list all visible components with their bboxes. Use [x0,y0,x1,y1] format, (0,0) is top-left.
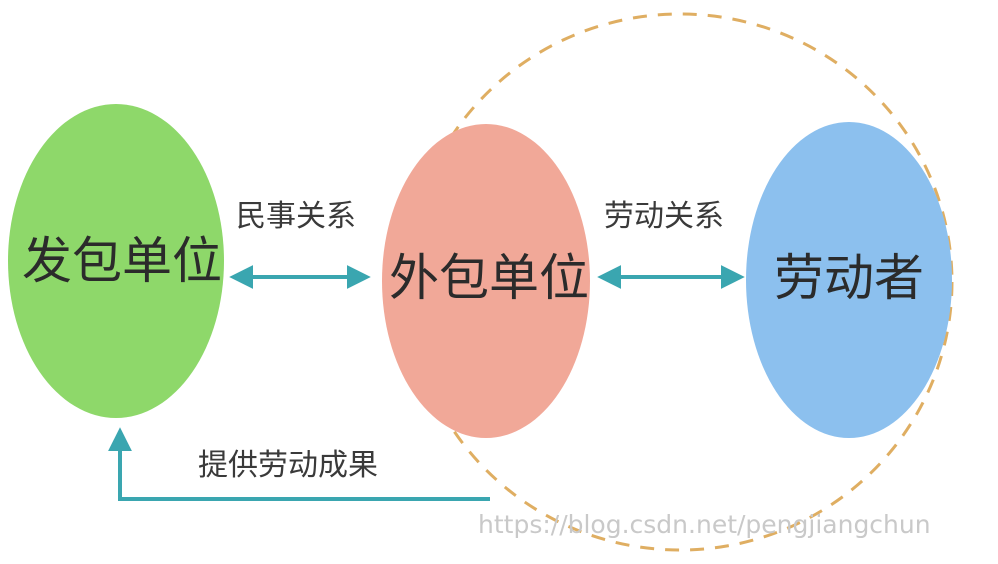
laborer-label: 劳动者 [774,249,924,307]
outsourcing-unit-label: 外包单位 [389,249,589,307]
dashed-boundary [406,12,954,552]
civil-relation-label: 民事关系 [236,199,356,234]
provide-results-label: 提供劳动成果 [198,448,378,483]
laborer-node [746,122,952,438]
contracting-unit-node [8,104,224,418]
outsourcing-unit-node [382,124,590,438]
provide-results-arrow [108,427,490,501]
labor-relation-label: 劳动关系 [604,199,724,234]
contracting-unit-label: 发包单位 [22,232,222,290]
watermark-text: https://blog.csdn.net/pengjiangchun [478,510,931,539]
